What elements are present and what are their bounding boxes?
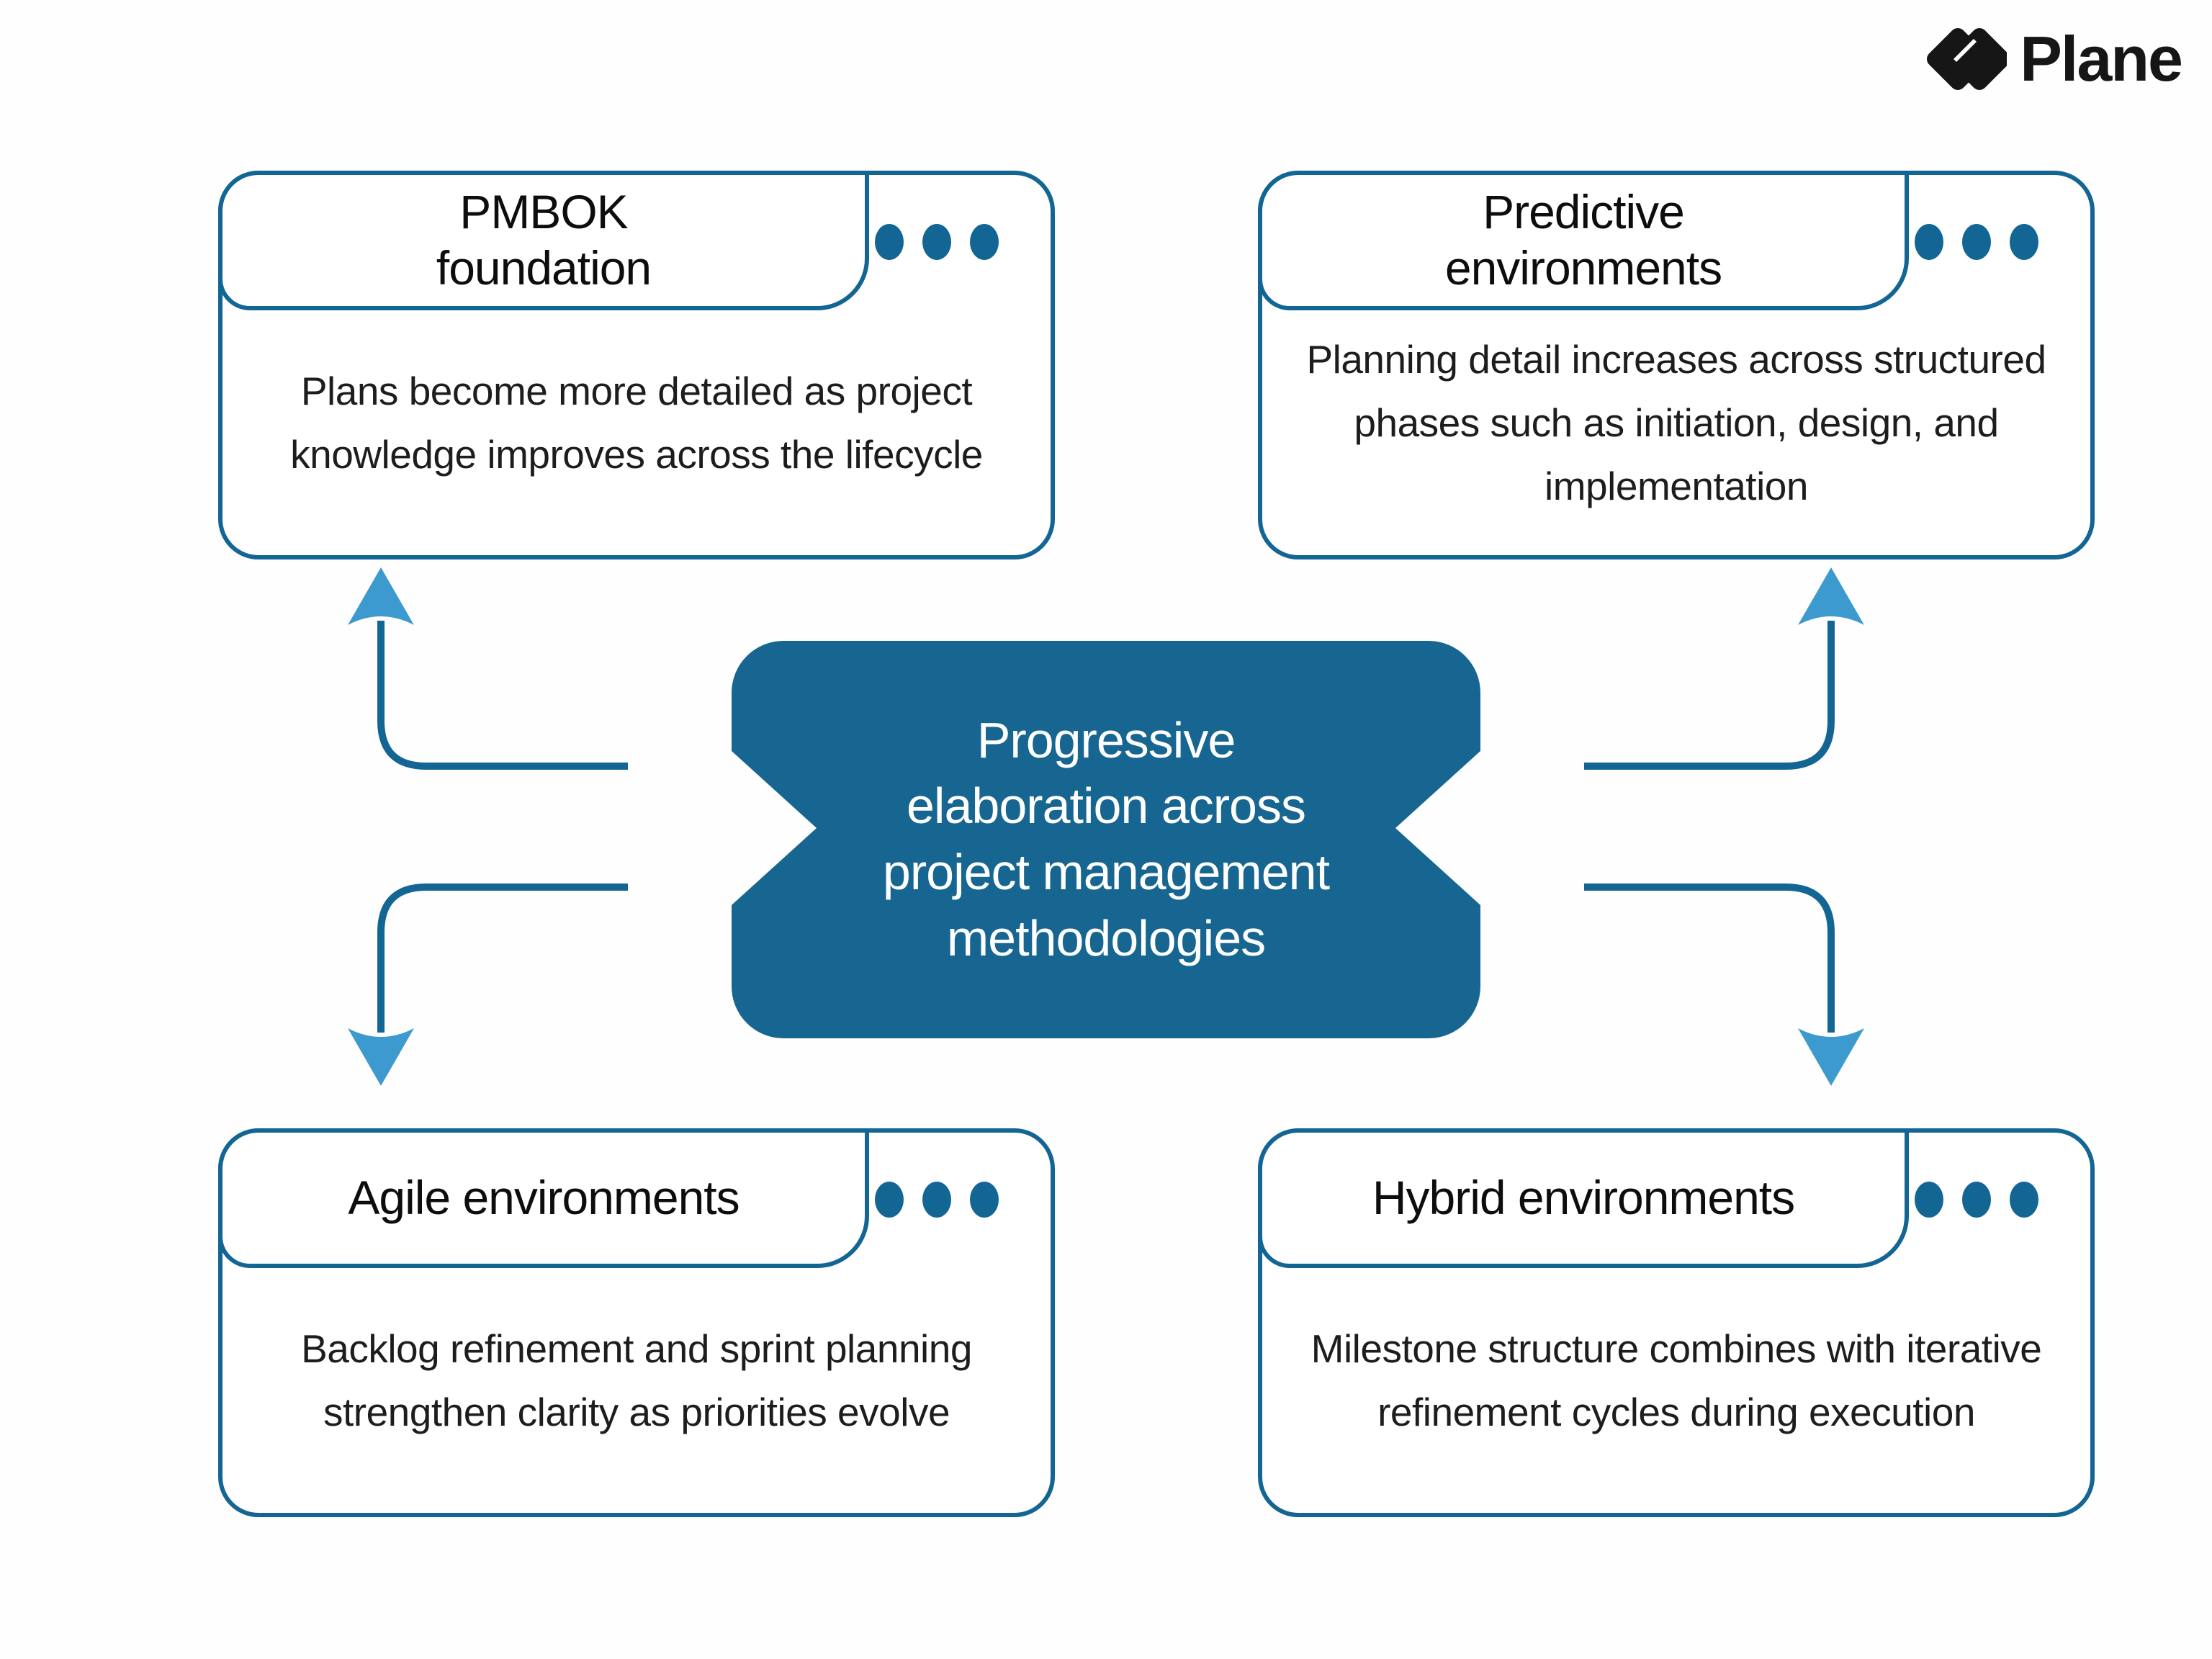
dot-icon	[1915, 1182, 1943, 1218]
brand-logo: Plane	[1922, 22, 2183, 96]
arrow-to-agile	[348, 884, 628, 1086]
card-title-tab: PMBOK foundation	[218, 171, 869, 310]
central-concept-text: Progressive elaboration across project m…	[882, 711, 1330, 966]
arrow-to-predictive	[1584, 567, 1864, 770]
card-title: PMBOK foundation	[436, 185, 652, 295]
arrow-to-pmbok	[348, 567, 628, 770]
dot-icon	[875, 224, 904, 260]
dot-icon	[1915, 224, 1943, 260]
card-title-tab: Predictive environments	[1258, 171, 1909, 310]
card-title-tab: Hybrid environments	[1258, 1128, 1909, 1268]
dot-icon	[1962, 224, 1991, 260]
dot-icon	[970, 1182, 999, 1218]
card-title: Agile environments	[348, 1171, 739, 1225]
card-body-text: Milestone structure combines with iterat…	[1310, 1326, 2042, 1434]
ellipsis-icon	[1915, 224, 2038, 260]
card-title: Hybrid environments	[1372, 1171, 1795, 1225]
card-pmbok-foundation: PMBOK foundation Plans become more detai…	[218, 171, 1055, 559]
dot-icon	[875, 1182, 904, 1218]
card-title-tab: Agile environments	[218, 1128, 869, 1268]
card-body: Milestone structure combines with iterat…	[1300, 1267, 2053, 1494]
ellipsis-icon	[1915, 1182, 2038, 1218]
card-body-text: Backlog refinement and sprint planning s…	[301, 1326, 972, 1434]
card-body-text: Plans become more detailed as project kn…	[290, 369, 983, 477]
card-body: Planning detail increases across structu…	[1300, 309, 2053, 536]
dot-icon	[922, 1182, 951, 1218]
dot-icon	[970, 224, 999, 260]
card-hybrid-environments: Hybrid environments Milestone structure …	[1258, 1128, 2095, 1517]
ellipsis-icon	[875, 1182, 999, 1218]
dot-icon	[922, 224, 951, 260]
card-title: Predictive environments	[1444, 185, 1722, 295]
brand-name: Plane	[2020, 23, 2183, 94]
plane-logo-icon	[1922, 22, 2008, 96]
card-agile-environments: Agile environments Backlog refinement an…	[218, 1128, 1055, 1517]
dot-icon	[2010, 224, 2038, 260]
dot-icon	[2010, 1182, 2038, 1218]
central-concept-box: Progressive elaboration across project m…	[732, 641, 1480, 1038]
card-body: Plans become more detailed as project kn…	[260, 309, 1013, 536]
arrow-to-hybrid	[1584, 884, 1864, 1086]
card-body-text: Planning detail increases across structu…	[1306, 337, 2046, 508]
card-predictive-environments: Predictive environments Planning detail …	[1258, 171, 2095, 559]
dot-icon	[1962, 1182, 1991, 1218]
card-body: Backlog refinement and sprint planning s…	[260, 1267, 1013, 1494]
ellipsis-icon	[875, 224, 999, 260]
